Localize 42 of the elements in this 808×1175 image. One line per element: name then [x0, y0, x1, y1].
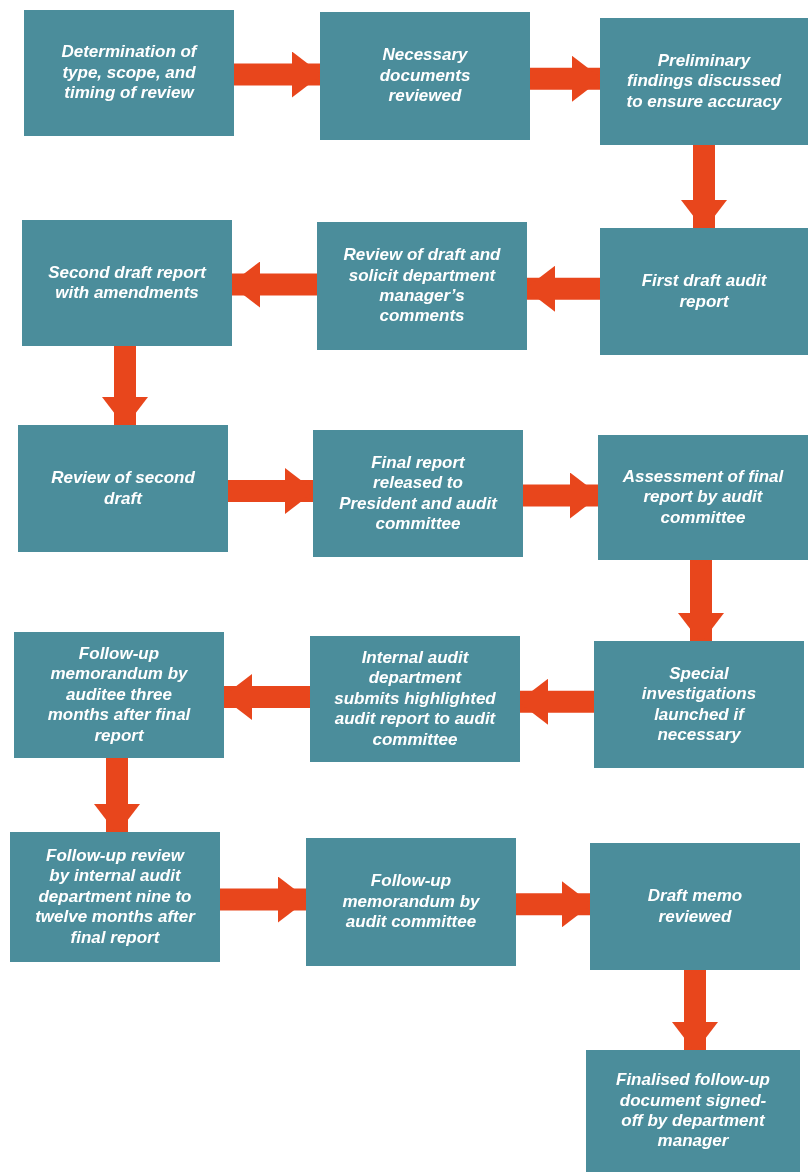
process-box [306, 838, 516, 966]
arrow [228, 468, 315, 514]
step-text: Review of second draft [50, 468, 196, 509]
step-text: Special investigations launched if necessary [640, 663, 758, 746]
step-text: Follow-up memorandum by auditee three months after final report [46, 644, 192, 746]
step-text: Necessary documents reviewed [378, 45, 472, 107]
step-text: Review of draft and solicit department manager’s comments [342, 245, 502, 327]
step-text: Draft memo reviewed [646, 886, 744, 927]
process-box [14, 632, 224, 758]
process-box [317, 222, 527, 350]
arrow [94, 758, 140, 834]
process-box [18, 425, 228, 552]
process-box [313, 430, 523, 557]
arrow [220, 876, 308, 923]
arrow [516, 881, 592, 928]
process-box [310, 636, 520, 762]
process-box [594, 641, 804, 768]
step-text: Determination of type, scope, and timing of review [60, 42, 199, 104]
process-box [600, 228, 808, 355]
arrow [672, 970, 718, 1052]
process-box [22, 220, 232, 346]
step-text: Follow-up memorandum by audit committee [341, 871, 481, 933]
step-text: Preliminary findings discussed to ensure accuracy [625, 50, 783, 113]
step-text: First draft audit report [640, 271, 768, 312]
step-text: Finalised follow-up document signed-off by department manager [615, 1070, 771, 1152]
arrow [234, 51, 322, 98]
arrow [102, 346, 148, 427]
process-box [10, 832, 220, 962]
arrow [681, 145, 727, 230]
process-box [600, 18, 808, 145]
process-box [590, 843, 800, 970]
step-text: Final report released to President and audit committee [338, 452, 499, 535]
process-box [24, 10, 234, 136]
step-text: Assessment of final report by audit committee [622, 466, 784, 529]
arrow [530, 55, 602, 102]
arrow [678, 560, 724, 643]
step-text: Second draft report with amendments [47, 262, 208, 304]
process-box [598, 435, 808, 560]
process-box [320, 12, 530, 140]
step-text: Follow-up review by internal audit department nine to twelve months after final report [34, 846, 196, 948]
step-text: Internal audit department submits highlighted audit report to audit committee [334, 648, 496, 750]
process-box [586, 1050, 800, 1172]
